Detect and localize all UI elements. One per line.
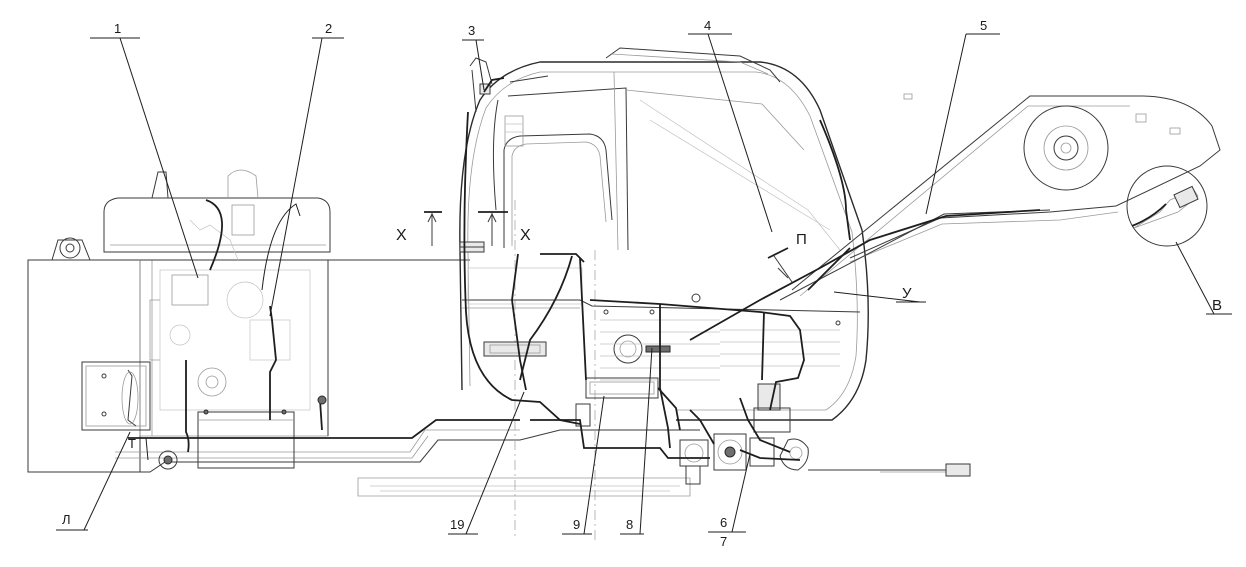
wiring-harness — [128, 77, 1041, 461]
chassis — [27, 200, 700, 540]
callout-leaders — [56, 33, 1232, 535]
callout-19: 19 — [450, 517, 464, 532]
callout-labels: 1 2 3 4 5 6 7 8 9 19 Л Т Х Х П У В — [62, 18, 1222, 549]
callout-8: 8 — [626, 517, 633, 532]
view-label-t: Т — [128, 436, 136, 451]
detail-view-v — [1126, 165, 1208, 247]
boom — [779, 93, 1221, 301]
engine — [81, 169, 331, 470]
callout-4: 4 — [704, 18, 711, 33]
callout-5: 5 — [980, 18, 987, 33]
section-label-x2: Х — [520, 227, 531, 244]
callout-9: 9 — [573, 517, 580, 532]
callout-2: 2 — [325, 21, 332, 36]
callout-6: 6 — [720, 515, 727, 530]
view-label-v: В — [1212, 297, 1222, 314]
section-marks — [424, 211, 793, 283]
view-label-l: Л — [62, 512, 71, 527]
view-label-u: У — [902, 285, 912, 302]
callout-3: 3 — [468, 23, 475, 38]
view-label-p: П — [796, 231, 807, 248]
section-label-x1: Х — [396, 227, 407, 244]
callout-1: 1 — [114, 21, 121, 36]
callout-7: 7 — [720, 534, 727, 549]
